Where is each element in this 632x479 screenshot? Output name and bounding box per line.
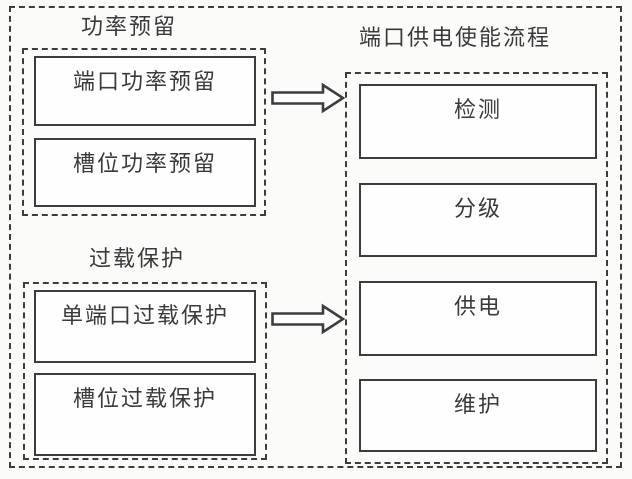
node-label: 维护 — [453, 392, 502, 417]
node-label: 分级 — [453, 196, 502, 221]
node-classification: 分级 — [359, 183, 597, 257]
node-single-port-overload-protection: 单端口过载保护 — [34, 290, 256, 363]
node-label: 槽位过载保护 — [72, 386, 217, 411]
node-label: 槽位功率预留 — [72, 151, 217, 176]
group-box-overload-protection — [23, 282, 267, 460]
node-power-supply: 供电 — [359, 281, 597, 356]
node-label: 检测 — [453, 97, 502, 122]
group-box-power-reservation — [22, 48, 266, 216]
node-label: 单端口过载保护 — [60, 303, 229, 328]
node-slot-power-reservation: 槽位功率预留 — [34, 138, 256, 207]
right-block-arrow-icon — [271, 303, 345, 335]
right-block-arrow-icon — [271, 82, 345, 114]
group-label-overload-protection: 过载保护 — [88, 246, 185, 271]
node-port-power-reservation: 端口功率预留 — [34, 56, 256, 126]
node-slot-overload-protection: 槽位过载保护 — [34, 373, 256, 456]
node-label: 端口功率预留 — [72, 69, 217, 94]
group-label-port-power-enable-flow: 端口供电使能流程 — [358, 25, 551, 50]
node-detection: 检测 — [359, 84, 597, 159]
node-label: 供电 — [453, 294, 502, 319]
outer-dashed-border — [9, 6, 622, 468]
group-label-power-reservation: 功率预留 — [80, 14, 177, 39]
node-maintenance: 维护 — [359, 379, 597, 452]
group-box-port-power-enable-flow — [345, 72, 608, 464]
